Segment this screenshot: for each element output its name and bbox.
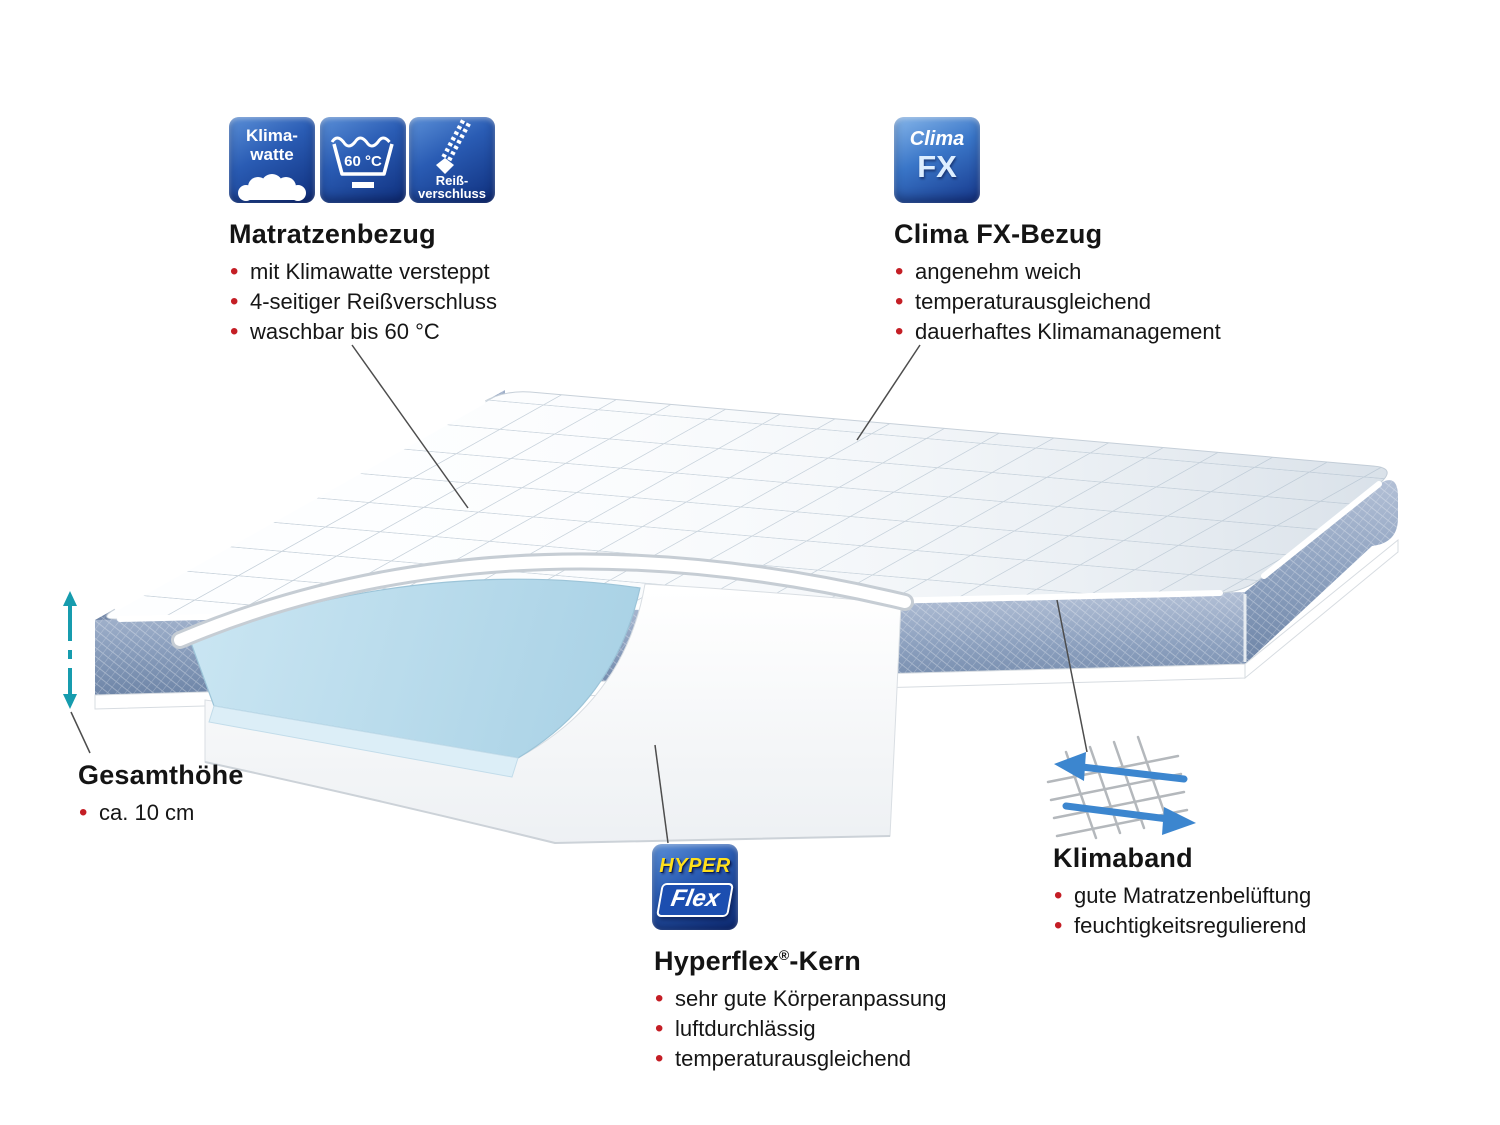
klimawatte-icon-text: Klima- watte <box>246 126 298 164</box>
gesamthoehe-title: Gesamthöhe <box>78 760 244 790</box>
klimaband-icon <box>1046 735 1196 840</box>
height-arrow <box>63 591 77 709</box>
bullet-item: waschbar bis 60 °C <box>229 316 497 349</box>
zipper-line2: verschluss <box>418 186 486 201</box>
hyperflex-flex-badge: Flex <box>655 883 735 917</box>
core-bottom-edge <box>204 761 891 845</box>
zipper-line1: Reiß- <box>436 173 469 188</box>
top-shading <box>106 391 1388 620</box>
bullet-item: temperaturausgleichend <box>894 286 1221 319</box>
bullet-item: dauerhaftes Klimamanagement <box>894 316 1221 349</box>
line-hyperflex <box>654 744 669 844</box>
clima-fx-icon: Clima FX <box>894 117 980 203</box>
cutaway-section <box>171 552 914 845</box>
bullet-item: ca. 10 cm <box>78 797 244 830</box>
cover-cut-rim <box>174 555 911 646</box>
callout-hyperflex: Hyperflex®-Kern sehr gute Körperanpassun… <box>654 946 947 1076</box>
right-piping <box>1261 481 1382 579</box>
klimaband-title: Klimaband <box>1053 843 1193 873</box>
bullet-item: angenehm weich <box>894 256 1221 289</box>
gesamthoehe-bullets: ca. 10 cm <box>78 797 244 830</box>
klimaband-arrows <box>1054 752 1196 835</box>
registered-mark: ® <box>778 947 790 963</box>
callout-matratzenbezug: Matratzenbezug mit Klimawatte versteppt … <box>229 219 497 349</box>
left-piping <box>114 399 486 611</box>
bullet-item: sehr gute Körperanpassung <box>654 983 947 1016</box>
callout-gesamthoehe: Gesamthöhe ca. 10 cm <box>78 760 244 830</box>
mattress-right-bottom-strip <box>1244 538 1399 680</box>
height-arrow-head-down <box>63 694 77 709</box>
bullet-item: luftdurchlässig <box>654 1013 947 1046</box>
foam-layer-front-edge <box>208 705 519 778</box>
line-klimaband <box>1056 599 1088 753</box>
bullet-item: mit Klimawatte versteppt <box>229 256 497 289</box>
wash-tub-outline <box>332 143 394 176</box>
airflow-arrow-right-head <box>1162 807 1196 835</box>
water-wave <box>330 136 391 148</box>
klimawatte-icon: Klima- watte <box>229 117 315 203</box>
zipper-graphic: Reiß- verschluss <box>418 119 486 201</box>
callout-clima-fx: Clima FX-Bezug angenehm weich temperatur… <box>894 219 1221 349</box>
clima-fx-bullets: angenehm weich temperaturausgleichend da… <box>894 256 1221 349</box>
mattress-right-band-mesh <box>1245 468 1398 664</box>
clima-fx-line2: FX <box>917 149 957 184</box>
hyperflex-line2: Flex <box>668 885 722 912</box>
wash-tub-graphic: 60 °C <box>330 136 394 188</box>
matratzenbezug-title: Matratzenbezug <box>229 219 436 249</box>
bullet-item: feuchtigkeitsregulierend <box>1053 910 1311 943</box>
hyperflex-bullets: sehr gute Körperanpassung luftdurchlässi… <box>654 983 947 1076</box>
zipper-slider <box>436 158 454 174</box>
hyperflex-line1: HYPER <box>659 855 731 877</box>
airflow-arrow-right-shaft <box>1062 802 1172 823</box>
height-arrow-head-up <box>63 591 77 606</box>
wash-temp-label: 60 °C <box>344 153 382 170</box>
klimawatte-line1: Klima- <box>246 126 298 145</box>
line-clima-fx <box>856 344 921 441</box>
callout-lines <box>70 344 1088 844</box>
bullet-item: gute Matratzenbelüftung <box>1053 880 1311 913</box>
line-gesamthoehe <box>70 711 91 754</box>
bullet-item: temperaturausgleichend <box>654 1043 947 1076</box>
airflow-arrow-left-shaft <box>1078 763 1188 783</box>
zipper-split <box>444 121 467 162</box>
zipper-icon: Reiß- verschluss <box>409 117 495 203</box>
klimawatte-line2: watte <box>250 145 294 165</box>
wadding-cloud-icon <box>238 174 306 201</box>
klimaband-bullets: gute Matratzenbelüftung feuchtigkeitsreg… <box>1053 880 1311 943</box>
bullet-item: 4-seitiger Reißverschluss <box>229 286 497 319</box>
matratzenbezug-bullets: mit Klimawatte versteppt 4-seitiger Reiß… <box>229 256 497 349</box>
line-matratzenbezug <box>351 344 469 509</box>
clima-fx-line1: Clima <box>909 128 965 150</box>
wash-60-icon: 60 °C <box>320 117 406 203</box>
hyperflex-title: Hyperflex®-Kern <box>654 946 947 977</box>
hyperflex-title-main: Hyperflex <box>654 946 779 976</box>
clima-fx-title: Clima FX-Bezug <box>894 219 1103 249</box>
callout-klimaband: Klimaband gute Matratzenbelüftung feucht… <box>1053 843 1311 943</box>
gentle-wash-bar <box>352 182 374 188</box>
hyperflex-icon: HYPER Flex <box>652 844 738 930</box>
hyperflex-title-suffix: -Kern <box>789 946 861 976</box>
airflow-arrow-left-head <box>1054 752 1086 781</box>
